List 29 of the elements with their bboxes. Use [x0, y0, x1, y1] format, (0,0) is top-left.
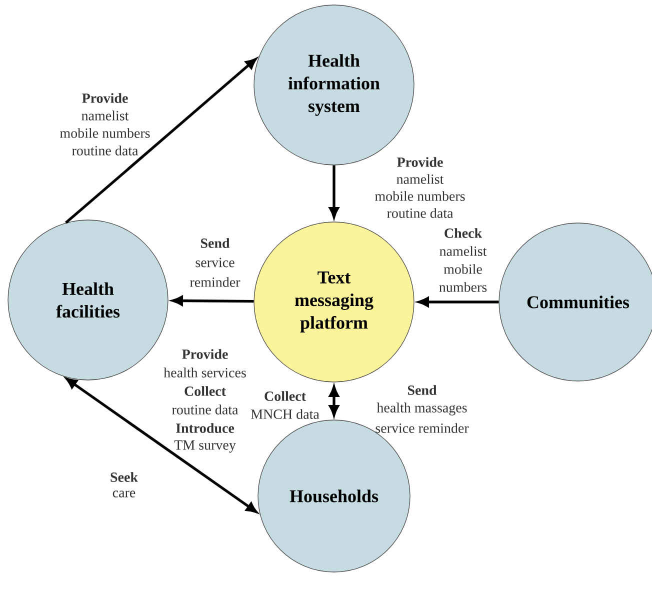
annotation-text: Provide — [182, 349, 228, 359]
annotation-text: mobile — [444, 264, 482, 274]
circle-node: Communities — [498, 222, 652, 382]
annotation-text: mobile numbers — [60, 128, 150, 138]
annotation-text: routine data — [72, 146, 138, 156]
annotation-text: namelist — [396, 174, 444, 184]
circle-node: Text messaging platform — [254, 222, 414, 382]
annotation-text: Check — [444, 228, 482, 238]
annotation-text: Send — [408, 385, 437, 395]
arrow — [66, 378, 258, 513]
annotation-text: MNCH data — [251, 409, 320, 419]
arrow — [65, 58, 256, 224]
annotation-text: Seek — [110, 472, 138, 482]
annotation-text: routine data — [172, 404, 238, 414]
annotation-text: namelist — [82, 110, 129, 120]
annotation-text: TM survey — [174, 440, 236, 453]
annotation-text: namelist — [440, 246, 487, 256]
annotation-text: numbers — [439, 282, 487, 292]
annotation-text: Collect — [264, 391, 306, 401]
annotation-text: service — [196, 258, 234, 268]
annotation-text: Provide — [82, 93, 128, 103]
annotation-text: Introduce — [176, 423, 234, 433]
annotation-text: Send — [200, 238, 230, 248]
annotation-text: Collect — [184, 386, 226, 396]
annotation-text: routine data — [387, 208, 454, 218]
annotation-text: care — [112, 490, 136, 498]
annotation-text: mobile numbers — [375, 191, 465, 201]
annotation-text: reminder — [190, 277, 240, 287]
annotation-text: health massages — [376, 402, 467, 416]
